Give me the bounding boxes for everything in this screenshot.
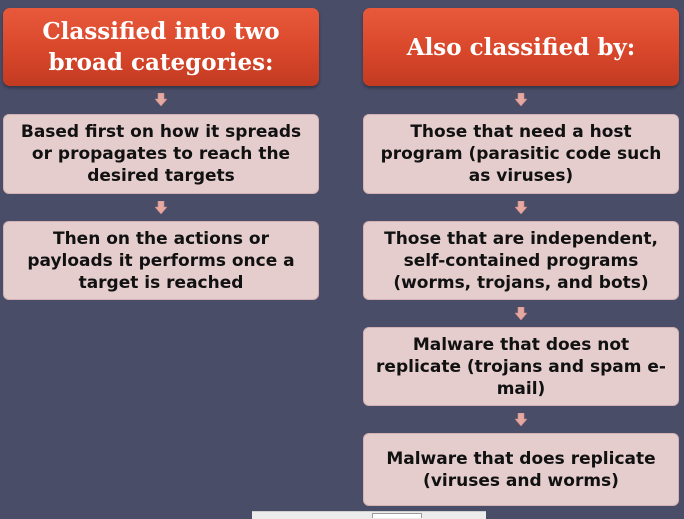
down-arrow-icon [155, 93, 167, 106]
right-box-non-replicating: Malware that does not replicate (trojans… [363, 327, 679, 406]
left-header: Classified into two broad categories: [3, 8, 319, 86]
down-arrow-icon [515, 93, 527, 106]
left-box-spread: Based first on how it spreads or propaga… [3, 114, 319, 194]
bottom-toolbar-strip [252, 511, 486, 519]
bottom-toolbar-button[interactable] [372, 513, 422, 518]
down-arrow-icon [155, 201, 167, 214]
down-arrow-icon [515, 413, 527, 426]
right-header: Also classified by: [363, 8, 679, 86]
down-arrow-icon [515, 201, 527, 214]
right-box-replicating: Malware that does replicate (viruses and… [363, 433, 679, 506]
right-box-independent: Those that are independent, self-contain… [363, 221, 679, 300]
right-box-host-program: Those that need a host program (parasiti… [363, 114, 679, 194]
left-box-payload: Then on the actions or payloads it perfo… [3, 221, 319, 300]
down-arrow-icon [515, 307, 527, 320]
